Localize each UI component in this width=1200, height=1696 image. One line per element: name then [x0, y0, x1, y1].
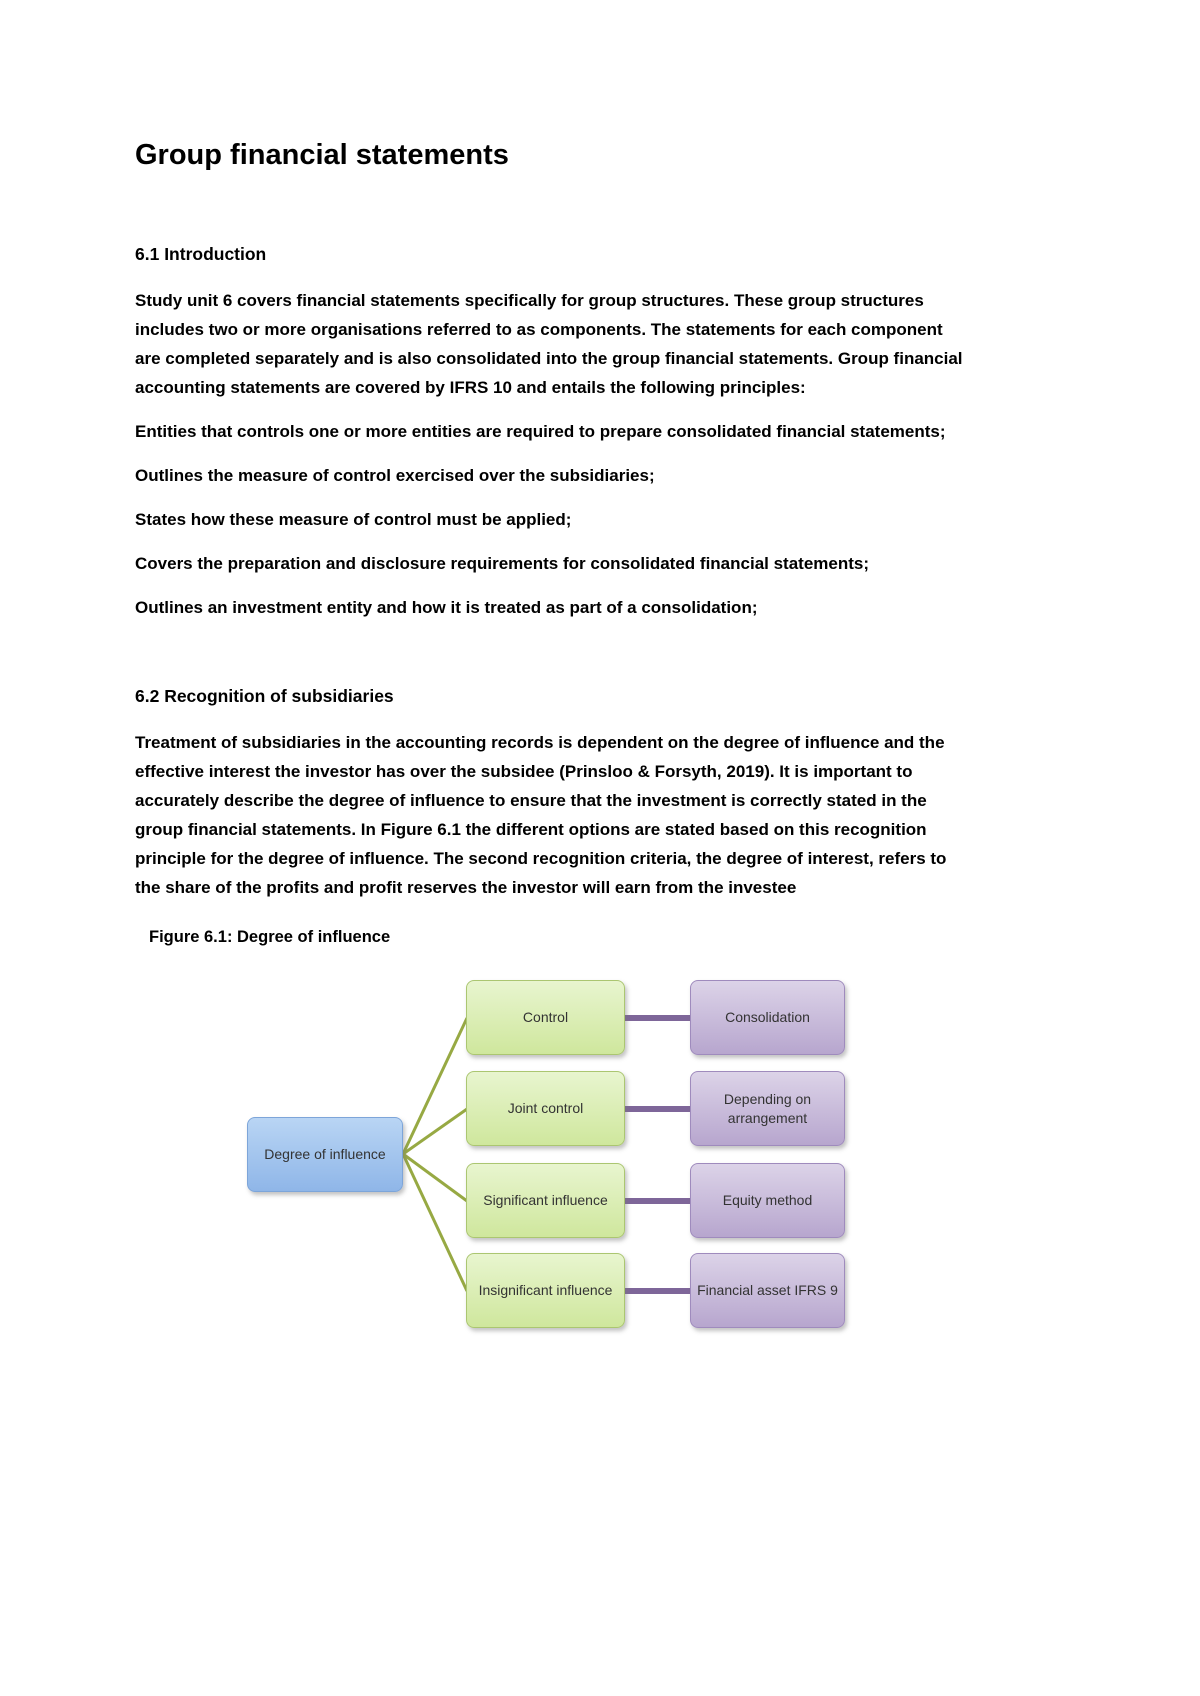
connector-root-to-control — [401, 1017, 469, 1155]
node-degree-of-influence: Degree of influence — [247, 1117, 403, 1192]
node-consolidation: Consolidation — [690, 980, 845, 1055]
section-heading-6-2: 6.2 Recognition of subsidiaries — [135, 686, 394, 706]
node-label: Financial asset IFRS 9 — [697, 1282, 838, 1298]
node-joint-control: Joint control — [466, 1071, 625, 1146]
node-label: Depending on arrangement — [723, 1090, 812, 1126]
intro-paragraph: Study unit 6 covers financial statements… — [135, 291, 963, 397]
node-label: Joint control — [507, 1100, 584, 1116]
document-content: Group financial statements 6.1 Introduct… — [135, 0, 967, 1352]
node-insignificant-influence: Insignificant influence — [466, 1253, 625, 1328]
node-label: Insignificant influence — [478, 1282, 613, 1298]
principle-paragraph-3: States how these measure of control must… — [135, 510, 572, 529]
node-label: Consolidation — [725, 1009, 810, 1025]
connector-root-to-insignificant-influence — [401, 1153, 469, 1292]
section-heading-6-1: 6.1 Introduction — [135, 244, 267, 264]
node-label: Significant influence — [483, 1192, 608, 1208]
node-financial-asset-ifrs9: Financial asset IFRS 9 — [690, 1253, 845, 1328]
connector-lines — [401, 1015, 691, 1294]
node-depending-on-arrangement: Depending on arrangement — [690, 1071, 845, 1146]
connector-root-to-joint-control — [402, 1107, 468, 1156]
principle-paragraph-5: Outlines an investment entity and how it… — [135, 598, 758, 617]
principle-paragraph-4: Covers the preparation and disclosure re… — [135, 554, 870, 573]
node-label: Control — [522, 1009, 569, 1025]
node-label: Equity method — [722, 1192, 813, 1208]
node-significant-influence: Significant influence — [466, 1163, 625, 1238]
figure-caption: Figure 6.1: Degree of influence — [149, 928, 391, 946]
page-title: Group financial statements — [135, 139, 509, 171]
connector-root-to-significant-influence — [402, 1152, 468, 1203]
principle-paragraph-1: Entities that controls one or more entit… — [135, 422, 946, 441]
node-control: Control — [466, 980, 625, 1055]
principle-paragraph-2: Outlines the measure of control exercise… — [135, 466, 655, 485]
degree-of-influence-diagram: Degree of influence Control Joint contro… — [135, 980, 967, 1352]
node-label: Degree of influence — [264, 1146, 386, 1162]
recognition-paragraph: Treatment of subsidiaries in the account… — [135, 733, 947, 897]
node-equity-method: Equity method — [690, 1163, 845, 1238]
